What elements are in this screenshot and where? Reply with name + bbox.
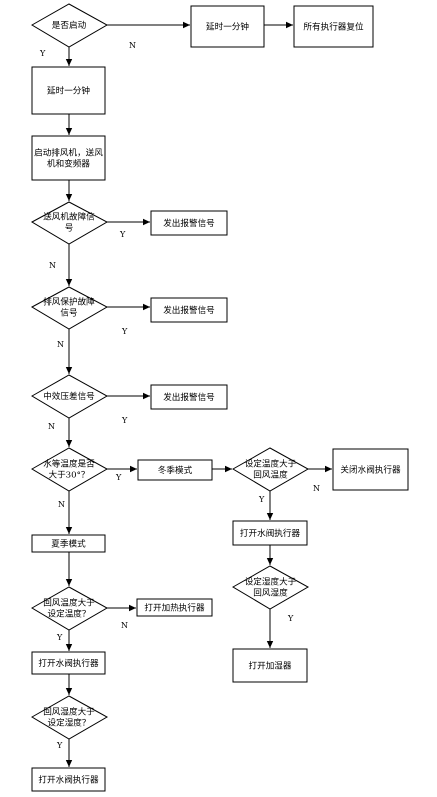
node-text-line: 是否启动 (52, 19, 87, 31)
node-text-line: 设定湿度大于 (245, 576, 297, 588)
node-text-line: 延时一分钟 (206, 21, 249, 33)
open-valve-1-text: 打开水阀执行器 (38, 657, 99, 669)
label-fan-yes: Y (119, 230, 126, 239)
delay-top-box: 延时一分钟 (190, 5, 265, 48)
open-valve-1-box: 打开水阀执行器 (31, 651, 106, 675)
open-valve-winter-text: 打开水阀执行器 (240, 527, 301, 539)
start-decision-text: 是否启动 (52, 19, 87, 31)
node-text-line: 回风湿度大于 (43, 706, 95, 718)
open-humidifier-box: 打开加湿器 (232, 648, 308, 683)
label-fan-no: N (49, 261, 56, 270)
node-text-line: 启动排风机，送风 (34, 147, 103, 159)
label-summer-hum-yes: Y (56, 741, 63, 750)
label-winter-hum-yes: Y (287, 614, 294, 623)
start-fans-text: 启动排风机，送风机和变频器 (34, 147, 103, 170)
winter-temp-text: 设定温度大于回风温度 (245, 458, 297, 481)
node-text-line: 排风保护故障 (43, 296, 95, 308)
label-start-no: N (129, 41, 136, 50)
label-temp-yes: Y (115, 473, 122, 482)
open-heater-box: 打开加热执行器 (136, 598, 213, 617)
start-fans-box: 启动排风机，送风机和变频器 (31, 135, 106, 181)
outdoor-temp-text: 水等温度是否大于30°？ (43, 458, 95, 481)
close-valve-text: 关闭水阀执行器 (340, 464, 401, 476)
label-exhaust-yes: Y (121, 327, 128, 336)
start-decision: 是否启动 (31, 3, 109, 48)
summer-hum-text: 回风湿度大于设定湿度？ (43, 706, 95, 729)
winter-temp-decision: 设定温度大于回风温度 (232, 447, 310, 492)
label-summer-temp-no: N (121, 621, 128, 630)
node-text-line: 设定温度？ (48, 608, 91, 620)
node-text-line: 设定温度大于 (245, 458, 297, 470)
exhaust-fault-text: 排风保护故障信号 (43, 296, 95, 319)
node-text-line: 打开水阀执行器 (38, 657, 99, 669)
label-exhaust-no: N (57, 340, 64, 349)
node-text-line: 发出报警信号 (163, 304, 215, 316)
node-text-line: 回风温度 (253, 469, 288, 481)
delay-1min-text: 延时一分钟 (47, 85, 90, 97)
node-text-line: 关闭水阀执行器 (340, 464, 401, 476)
reset-all-text: 所有执行器复位 (303, 21, 364, 33)
node-text-line: 号 (65, 223, 74, 234)
node-text-line: 水等温度是否 (43, 458, 95, 470)
fan-fault-text: 送风机故障信号 (43, 211, 95, 234)
node-text-line: 送风机故障信 (43, 211, 95, 223)
label-filter-no: N (48, 422, 55, 431)
reset-all-box: 所有执行器复位 (293, 5, 374, 48)
node-text-line: 回风温度大于 (43, 597, 95, 609)
alarm1-text: 发出报警信号 (163, 217, 215, 229)
alarm2-text: 发出报警信号 (163, 304, 215, 316)
filter-diff-text: 中效压差信号 (43, 390, 95, 402)
summer-hum-decision: 回风湿度大于设定湿度？ (31, 695, 109, 740)
node-text-line: 大于30°？ (48, 469, 89, 481)
summer-mode-box: 夏季模式 (31, 534, 106, 553)
node-text-line: 打开水阀执行器 (38, 774, 99, 786)
label-filter-yes: Y (121, 416, 128, 425)
label-winter-yes: Y (258, 495, 265, 504)
node-text-line: 所有执行器复位 (303, 21, 364, 33)
winter-hum-decision: 设定湿度大于回风湿度 (232, 565, 310, 610)
label-summer-temp-yes: Y (56, 633, 63, 642)
node-text-line: 信号 (60, 307, 77, 319)
node-text-line: 中效压差信号 (43, 390, 95, 402)
node-text-line: 回风湿度 (253, 587, 288, 599)
winter-mode-text: 冬季模式 (158, 464, 193, 476)
label-winter-no: N (313, 484, 320, 493)
summer-mode-text: 夏季模式 (51, 538, 86, 550)
label-temp-no: N (58, 500, 65, 509)
node-text-line: 发出报警信号 (163, 217, 215, 229)
node-text-line: 延时一分钟 (47, 85, 90, 97)
alarm3-text: 发出报警信号 (163, 391, 215, 403)
winter-hum-text: 设定湿度大于回风湿度 (245, 576, 297, 599)
open-heater-text: 打开加热执行器 (144, 602, 205, 614)
node-text-line: 打开水阀执行器 (240, 527, 301, 539)
open-valve-winter-box: 打开水阀执行器 (232, 520, 308, 546)
node-text-line: 冬季模式 (158, 464, 193, 476)
alarm1-box: 发出报警信号 (150, 210, 228, 236)
alarm3-box: 发出报警信号 (150, 384, 228, 410)
alarm2-box: 发出报警信号 (150, 297, 228, 323)
node-text-line: 机和变频器 (47, 158, 90, 170)
open-humidifier-text: 打开加湿器 (249, 660, 292, 672)
node-text-line: 设定湿度？ (48, 717, 91, 729)
filter-diff-decision: 中效压差信号 (31, 374, 109, 419)
close-valve-box: 关闭水阀执行器 (332, 448, 409, 491)
node-text-line: 夏季模式 (51, 538, 86, 550)
delay-1min-box: 延时一分钟 (31, 66, 106, 115)
fan-fault-decision: 送风机故障信号 (30, 201, 109, 245)
winter-mode-box: 冬季模式 (137, 459, 213, 481)
outdoor-temp-decision: 水等温度是否大于30°？ (31, 447, 109, 492)
summer-temp-decision: 回风温度大于设定温度？ (31, 586, 109, 631)
label-start-yes: Y (39, 49, 46, 58)
summer-temp-text: 回风温度大于设定温度？ (43, 597, 95, 620)
exhaust-fault-decision: 排风保护故障信号 (30, 286, 109, 330)
delay-top-text: 延时一分钟 (206, 21, 249, 33)
node-text-line: 发出报警信号 (163, 391, 215, 403)
open-valve-2-box: 打开水阀执行器 (31, 767, 106, 792)
node-text-line: 打开加热执行器 (144, 602, 205, 614)
node-text-line: 打开加湿器 (249, 660, 292, 672)
open-valve-2-text: 打开水阀执行器 (38, 774, 99, 786)
